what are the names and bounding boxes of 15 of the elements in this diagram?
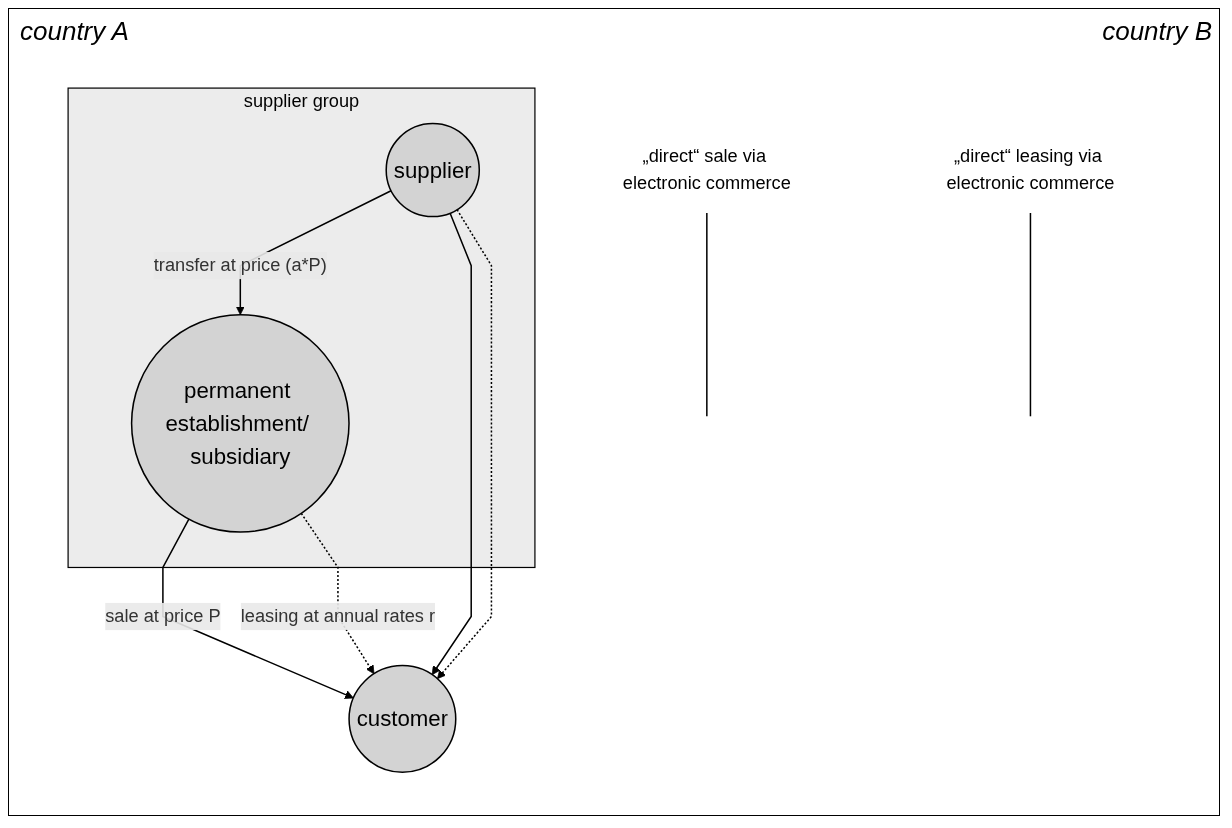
arrow [437, 208, 493, 679]
node-circle: customer [348, 664, 457, 773]
connector [1029, 211, 1032, 417]
node-circle: permanent establishment/ subsidiary [130, 313, 350, 533]
edge-label: transfer at price (a*P) [153, 254, 327, 276]
arrow [431, 212, 472, 675]
connector [706, 211, 708, 417]
region-label: country A [20, 16, 129, 47]
edge-label: leasing at annual rates r [240, 605, 436, 626]
node-circle: supplier [385, 122, 481, 218]
arrow [300, 512, 375, 674]
region-label: country B [1102, 16, 1212, 47]
node-text: „direct“ leasing via electronic commerce [946, 145, 1115, 194]
node-text: „direct“ sale via electronic commerce [622, 145, 791, 194]
edge-label: sale at price P [105, 605, 221, 626]
